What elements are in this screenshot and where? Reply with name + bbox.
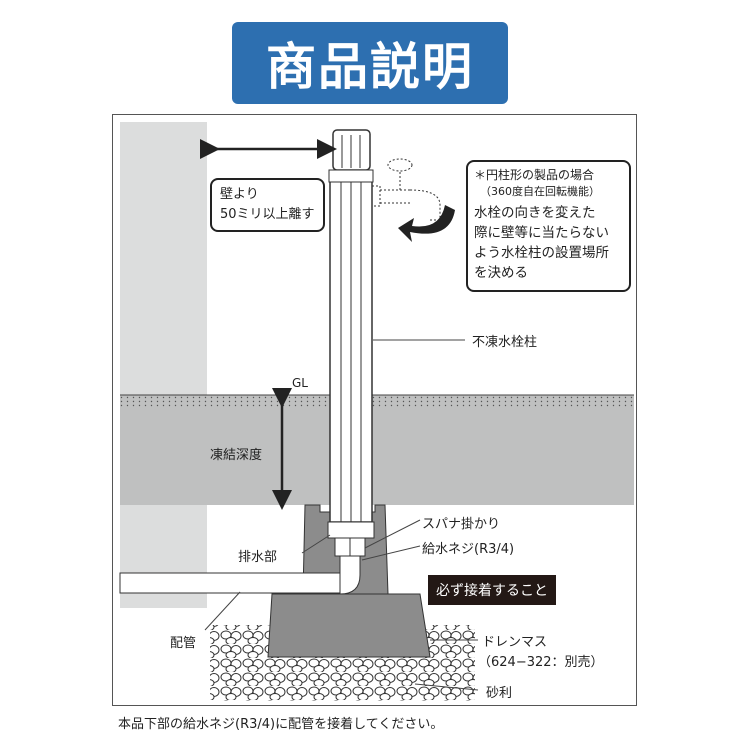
gravel-label: 砂利 bbox=[486, 686, 513, 701]
drain-label: 排水部 bbox=[238, 550, 278, 565]
drain-box-note: （624−322：別売） bbox=[478, 655, 604, 670]
rotation-callout: ＊円柱形の製品の場合 （360度自在回転機能） 水栓の向きを変えた 際に壁等に当… bbox=[466, 160, 631, 292]
piping-label: 配管 bbox=[170, 636, 197, 651]
footer-note: 本品下部の給水ネジ(R3/4)に配管を接着してください。 bbox=[118, 717, 444, 732]
faucet-icon bbox=[371, 158, 445, 221]
title-badge: 商品説明 bbox=[232, 22, 508, 104]
rotation-subtitle: （360度自在回転機能） bbox=[480, 185, 600, 198]
rotation-line2: 際に壁等に当たらない bbox=[474, 225, 609, 241]
spanner-label: スパナ掛かり bbox=[422, 517, 501, 532]
frozen-soil bbox=[120, 395, 634, 505]
rotation-line4: を決める bbox=[474, 265, 528, 281]
wall bbox=[120, 122, 207, 608]
wall-distance-callout: 壁より 50ミリ以上離す bbox=[210, 178, 325, 232]
pipe bbox=[119, 572, 346, 594]
frost-depth-label: 凍結深度 bbox=[210, 448, 263, 463]
ground-level-label: GL bbox=[292, 376, 308, 390]
drain-box bbox=[267, 593, 431, 658]
page-title: 商品説明 bbox=[266, 38, 474, 96]
rotation-line3: よう水栓柱の設置場所 bbox=[474, 245, 609, 261]
rotation-title: ＊円柱形の製品の場合 bbox=[474, 168, 595, 182]
post-label: 不凍水栓柱 bbox=[472, 335, 538, 350]
must-glue-tag: 必ず接着すること bbox=[428, 575, 556, 605]
wall-note-line2: 50ミリ以上離す bbox=[220, 207, 315, 222]
wall-note-line1: 壁より bbox=[220, 187, 259, 202]
supply-thread-label: 給水ネジ(R3/4) bbox=[422, 542, 515, 557]
drain-box-label: ドレンマス bbox=[482, 635, 548, 650]
rotate-arrow-icon bbox=[398, 205, 455, 242]
rotation-line1: 水栓の向きを変えた bbox=[474, 205, 596, 221]
